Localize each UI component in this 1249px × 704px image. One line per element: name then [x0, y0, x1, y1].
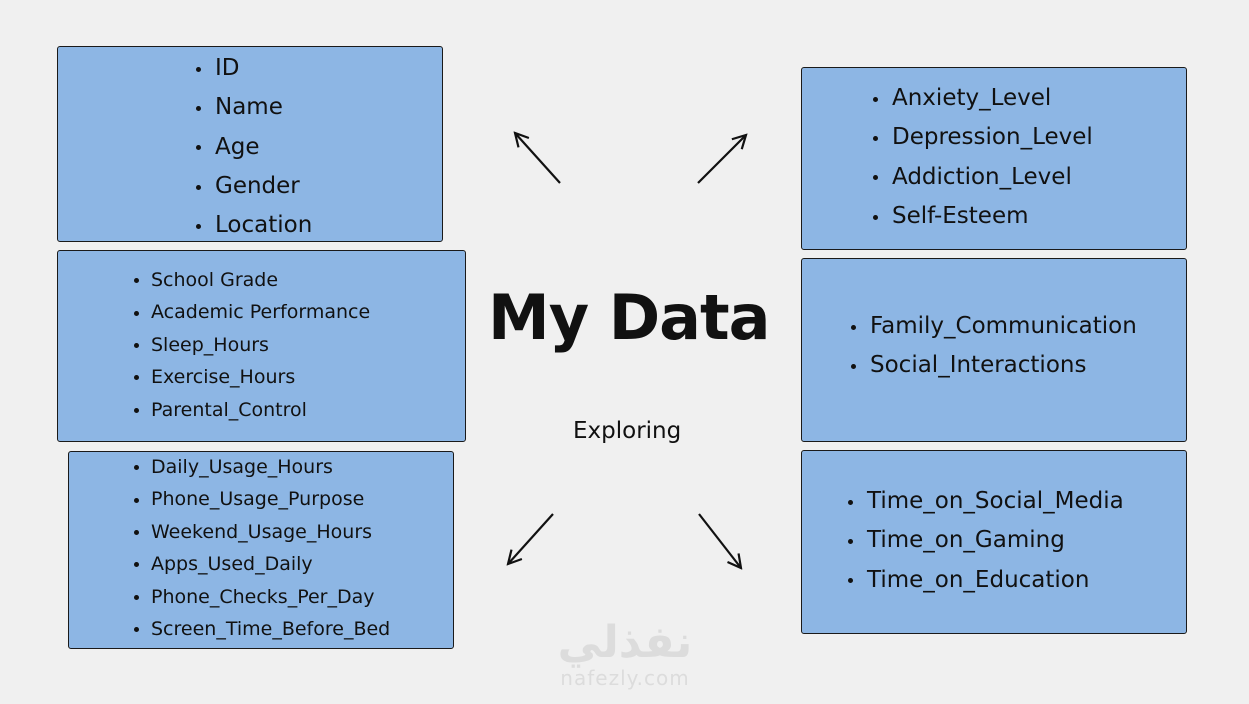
list-item: Name — [195, 88, 312, 127]
list-item: Apps_Used_Daily — [133, 548, 390, 580]
list-item: Self-Esteem — [873, 197, 1093, 236]
list-item: Location — [195, 206, 312, 245]
list-item: Social_Interactions — [851, 346, 1137, 385]
field-list: School Grade Academic Performance Sleep_… — [133, 264, 370, 426]
watermark-latin: nafezly.com — [560, 666, 690, 690]
list-item: Family_Communication — [851, 307, 1137, 346]
field-list: Anxiety_Level Depression_Level Addiction… — [873, 79, 1093, 236]
arrow-up-left-icon — [515, 133, 561, 184]
page-title: My Data — [488, 281, 770, 354]
list-item: Age — [195, 128, 312, 167]
field-list: ID Name Age Gender Location — [195, 49, 312, 245]
list-item: Daily_Usage_Hours — [133, 451, 390, 483]
arrow-down-right-icon — [698, 513, 741, 568]
list-item: Addiction_Level — [873, 158, 1093, 197]
box-time-fields: Time_on_Social_Media Time_on_Gaming Time… — [801, 450, 1187, 634]
box-identity-fields: ID Name Age Gender Location — [57, 46, 443, 242]
list-item: Time_on_Gaming — [848, 521, 1124, 560]
arrow-up-right-icon — [697, 135, 746, 184]
list-item: Phone_Usage_Purpose — [133, 483, 390, 515]
arrow-down-left-icon — [508, 513, 554, 564]
watermark: نفذلي nafezly.com — [545, 617, 705, 691]
list-item: Exercise_Hours — [133, 361, 370, 393]
list-item: School Grade — [133, 264, 370, 296]
list-item: Academic Performance — [133, 296, 370, 328]
box-school-fields: School Grade Academic Performance Sleep_… — [57, 250, 466, 442]
list-item: Anxiety_Level — [873, 79, 1093, 118]
field-list: Time_on_Social_Media Time_on_Gaming Time… — [848, 482, 1124, 600]
list-item: Parental_Control — [133, 394, 370, 426]
list-item: Weekend_Usage_Hours — [133, 516, 390, 548]
field-list: Daily_Usage_Hours Phone_Usage_Purpose We… — [133, 451, 390, 645]
list-item: Gender — [195, 167, 312, 206]
box-social-fields: Family_Communication Social_Interactions — [801, 258, 1187, 442]
list-item: Phone_Checks_Per_Day — [133, 581, 390, 613]
list-item: Depression_Level — [873, 118, 1093, 157]
subtitle: Exploring — [573, 418, 682, 444]
list-item: Time_on_Education — [848, 561, 1124, 600]
list-item: Sleep_Hours — [133, 329, 370, 361]
list-item: ID — [195, 49, 312, 88]
watermark-arabic: نفذلي — [557, 617, 693, 668]
box-wellbeing-fields: Anxiety_Level Depression_Level Addiction… — [801, 67, 1187, 250]
field-list: Family_Communication Social_Interactions — [851, 307, 1137, 386]
list-item: Time_on_Social_Media — [848, 482, 1124, 521]
list-item: Screen_Time_Before_Bed — [133, 613, 390, 645]
box-usage-fields: Daily_Usage_Hours Phone_Usage_Purpose We… — [68, 451, 454, 649]
